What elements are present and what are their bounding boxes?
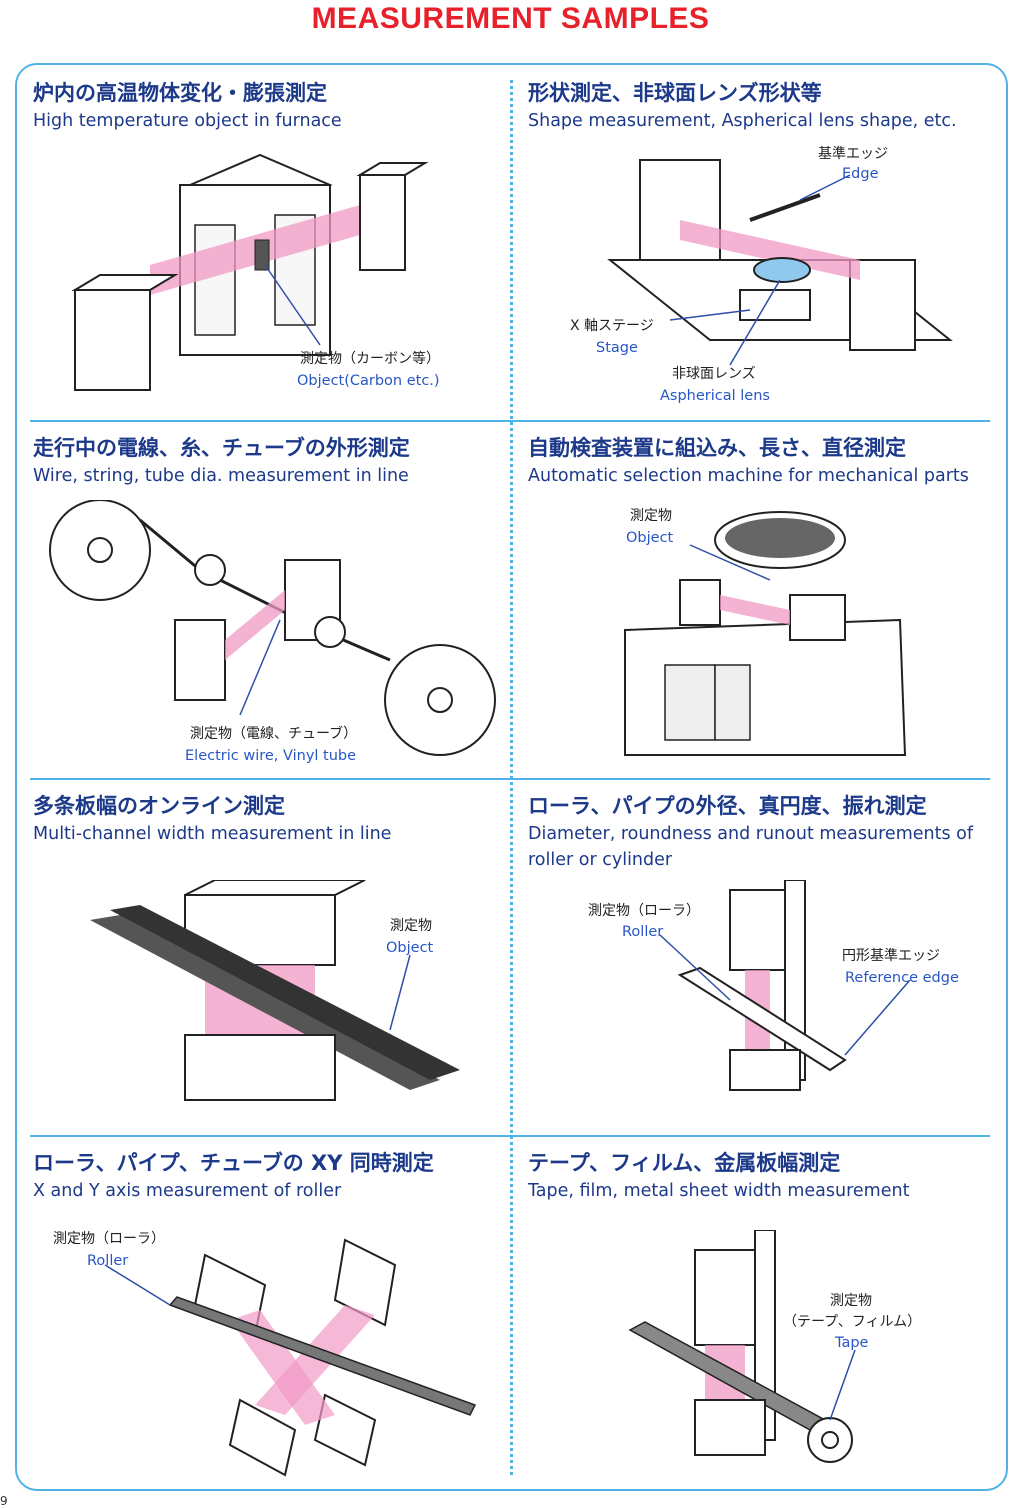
sample-heading-jp: ローラ、パイプの外径、真円度、振れ測定: [528, 794, 927, 818]
wire-label-en: Electric wire, Vinyl tube: [185, 748, 356, 764]
furnace-illustration: 測定物（カーボン等） Object(Carbon etc.): [71, 153, 440, 391]
sample-heading-jp: 形状測定、非球面レンズ形状等: [528, 81, 822, 105]
ref-edge-label-en: Reference edge: [845, 970, 959, 986]
sample-heading-jp: 走行中の電線、糸、チューブの外形測定: [33, 436, 410, 460]
tape-label-en: Tape: [834, 1335, 869, 1351]
lens-label-jp: 非球面レンズ: [672, 366, 756, 382]
lens-illustration: 基準エッジ Edge X 軸ステージ Stage 非球面レンズ Aspheric…: [570, 145, 953, 404]
furnace-object-label-en: Object(Carbon etc.): [297, 373, 440, 389]
stage-label-jp: X 軸ステージ: [570, 318, 654, 334]
edge-label-en: Edge: [842, 166, 879, 182]
sample-auto-selection: 自動検査装置に組込み、長さ、直径測定 Automatic selection m…: [528, 435, 998, 489]
column-divider: [510, 80, 513, 1475]
sample-multi-channel: 多条板幅のオンライン測定 Multi-channel width measure…: [33, 793, 503, 847]
tape-label-jp-sub: （テープ、フィルム）: [783, 1314, 921, 1330]
sample-heading-jp: 自動検査装置に組込み、長さ、直径測定: [528, 436, 906, 460]
object-label-en: Object: [626, 530, 674, 546]
edge-label-jp: 基準エッジ: [818, 145, 888, 162]
row-divider-3: [30, 1135, 990, 1137]
wire-label-jp: 測定物（電線、チューブ）: [190, 725, 357, 742]
sample-tape-film: テープ、フィルム、金属板幅測定 Tape, film, metal sheet …: [528, 1150, 998, 1204]
roller-label-en: Roller: [622, 924, 663, 940]
sample-heading-en: Wire, string, tube dia. measurement in l…: [33, 466, 409, 486]
sample-shape-measurement: 形状測定、非球面レンズ形状等 Shape measurement, Aspher…: [528, 80, 998, 134]
roller-label-jp: 測定物（ローラ）: [588, 903, 700, 919]
ref-edge-label-jp: 円形基準エッジ: [842, 947, 940, 964]
multi-channel-illustration: 測定物 Object: [90, 880, 460, 1101]
lens-label-en: Aspherical lens: [660, 388, 770, 404]
sample-heading-en: Automatic selection machine for mechanic…: [528, 466, 969, 486]
wire-illustration: 測定物（電線、チューブ） Electric wire, Vinyl tube: [49, 500, 496, 764]
sample-roller-roundness: ローラ、パイプの外径、真円度、振れ測定 Diameter, roundness …: [528, 793, 998, 873]
sample-heading-jp: 多条板幅のオンライン測定: [33, 794, 285, 818]
sample-heading-jp: ローラ、パイプ、チューブの XY 同時測定: [33, 1151, 434, 1175]
roller-roundness-illustration: 測定物（ローラ） Roller 円形基準エッジ Reference edge: [588, 880, 959, 1091]
sample-heading-en: X and Y axis measurement of roller: [33, 1181, 342, 1201]
page-number: 9: [0, 1494, 8, 1508]
sample-heading-en: Multi-channel width measurement in line: [33, 824, 392, 844]
object-label-jp: 測定物: [630, 508, 672, 524]
row-divider-2: [30, 778, 990, 780]
page-title: MEASUREMENT SAMPLES: [311, 2, 710, 35]
sample-heading-en: Diameter, roundness and runout measureme…: [528, 824, 974, 870]
panel-frame: [15, 63, 1008, 1491]
row-divider-1: [30, 420, 990, 422]
roller-label-jp: 測定物（ローラ）: [53, 1231, 165, 1247]
sample-xy-roller: ローラ、パイプ、チューブの XY 同時測定 X and Y axis measu…: [33, 1150, 503, 1204]
sample-heading-jp: テープ、フィルム、金属板幅測定: [528, 1151, 841, 1175]
object-label-jp: 測定物: [390, 918, 432, 934]
furnace-object-label-jp: 測定物（カーボン等）: [300, 350, 440, 367]
sample-heading-jp: 炉内の高温物体変化・膨張測定: [33, 81, 327, 105]
sample-heading-en: High temperature object in furnace: [33, 111, 342, 131]
xy-roller-illustration: 測定物（ローラ） Roller: [53, 1231, 477, 1477]
sample-heading-en: Shape measurement, Aspherical lens shape…: [528, 111, 957, 131]
auto-machine-illustration: 測定物 Object: [624, 508, 907, 756]
sample-wire-line: 走行中の電線、糸、チューブの外形測定 Wire, string, tube di…: [33, 435, 503, 489]
tape-illustration: 測定物 （テープ、フィルム） Tape: [628, 1230, 921, 1463]
object-label-en: Object: [386, 940, 434, 956]
tape-label-jp: 測定物: [830, 1293, 872, 1309]
stage-label-en: Stage: [596, 340, 638, 356]
roller-label-en: Roller: [87, 1253, 128, 1269]
sample-heading-en: Tape, film, metal sheet width measuremen…: [528, 1181, 910, 1201]
sample-furnace: 炉内の高温物体変化・膨張測定 High temperature object i…: [33, 80, 503, 134]
